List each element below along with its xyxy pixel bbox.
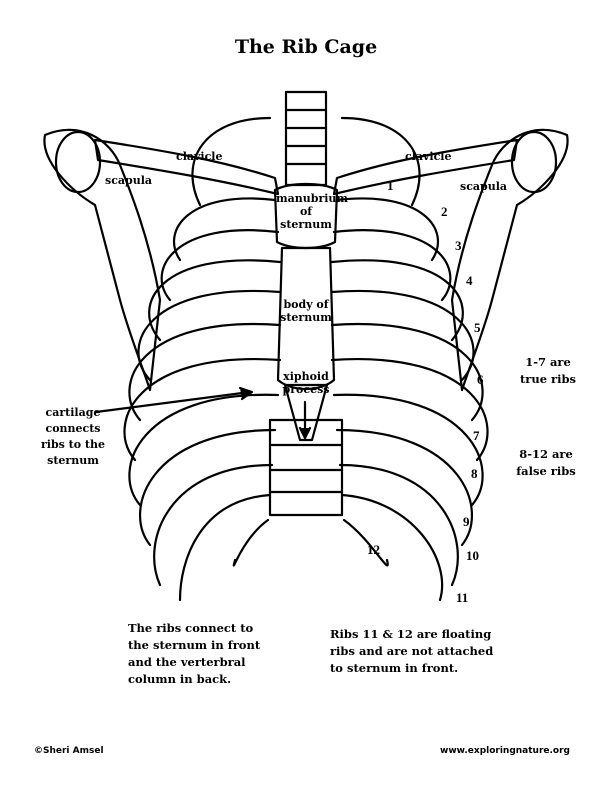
left-clavicle xyxy=(93,138,280,196)
cartilage-arrow xyxy=(94,390,252,414)
manubrium-label: manubrium of sternum xyxy=(276,192,349,231)
rib-number-6: 6 xyxy=(477,372,484,387)
xiphoid-label: xiphoid process xyxy=(282,370,330,396)
right-scapula xyxy=(450,128,569,392)
copyright: ©Sheri Amsel xyxy=(34,746,104,756)
cartilage-label: cartilage connects ribs to the sternum xyxy=(40,406,105,467)
page-title: The Rib Cage xyxy=(234,36,378,58)
connect-note: The ribs connect to the sternum in front… xyxy=(128,621,261,686)
rib-number-7: 7 xyxy=(473,428,480,443)
left-shoulder-joint xyxy=(54,130,102,194)
rib-number-9: 9 xyxy=(463,514,470,529)
floating-ribs-note: Ribs 11 & 12 are floating ribs and are n… xyxy=(330,627,494,675)
left-scapula xyxy=(43,128,162,392)
rib-number-8: 8 xyxy=(471,466,478,481)
website-link[interactable]: www.exploringnature.org xyxy=(440,746,570,756)
xiphoid-process xyxy=(283,383,329,442)
true-ribs-note: 1-7 are true ribs xyxy=(520,355,576,386)
rib-number-4: 4 xyxy=(466,273,473,288)
right-shoulder-joint xyxy=(510,130,558,194)
scapula-left-label: scapula xyxy=(105,174,153,187)
false-ribs-note: 8-12 are false ribs xyxy=(516,447,576,478)
sternum-body xyxy=(276,246,336,390)
rib-number-1: 1 xyxy=(387,178,394,193)
rib-number-5: 5 xyxy=(474,320,481,335)
rib-number-3: 3 xyxy=(455,238,462,253)
right-clavicle xyxy=(332,138,519,196)
rib-number-11: 11 xyxy=(456,590,469,605)
manubrium xyxy=(273,182,339,250)
rib-number-10: 10 xyxy=(466,548,479,563)
rib-number-12: 12 xyxy=(367,542,380,557)
clavicle-left-label: clavicle xyxy=(176,150,223,163)
spine-top xyxy=(284,90,328,187)
clavicle-right-label: clavicle xyxy=(405,150,452,163)
body-sternum-label: body of sternum xyxy=(280,298,332,324)
rib-number-2: 2 xyxy=(441,204,448,219)
spine-bottom xyxy=(268,418,344,517)
scapula-right-label: scapula xyxy=(460,180,508,193)
